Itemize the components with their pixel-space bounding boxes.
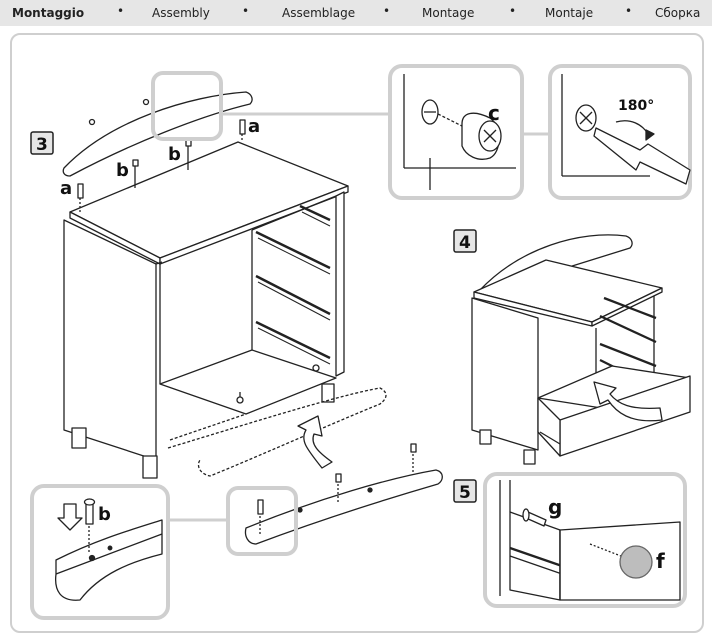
part-c-label: c bbox=[488, 101, 500, 125]
instruction-frame bbox=[10, 33, 704, 633]
step-4-label: 4 bbox=[459, 233, 471, 253]
language-header: Montaggio • Assembly • Assemblage • Mont… bbox=[0, 0, 712, 26]
bottom-plinth bbox=[244, 443, 443, 545]
part-g-label: g bbox=[548, 495, 562, 519]
part-b-label: b bbox=[116, 160, 129, 181]
header-separator: • bbox=[117, 4, 125, 18]
header-item-sborka: Сборка bbox=[655, 6, 701, 20]
step-5-label: 5 bbox=[459, 483, 471, 503]
header-separator: • bbox=[242, 4, 250, 18]
part-a-label: a bbox=[248, 116, 260, 137]
chest-step4 bbox=[471, 234, 691, 465]
rotation-label: 180° bbox=[618, 98, 654, 114]
part-b-label: b bbox=[98, 504, 111, 525]
knob-detail bbox=[483, 472, 687, 608]
header-item-montaje: Montaje bbox=[545, 6, 594, 20]
header-separator: • bbox=[509, 4, 517, 18]
header-item-montaggio: Montaggio bbox=[12, 6, 85, 20]
header-separator: • bbox=[625, 4, 633, 18]
header-item-montage: Montage bbox=[422, 6, 475, 20]
dowel-detail bbox=[30, 484, 170, 620]
header-item-assembly: Assembly bbox=[152, 6, 210, 20]
part-f-label: f bbox=[656, 549, 665, 573]
screwdriver-detail bbox=[548, 64, 692, 200]
top-rail-step3 bbox=[62, 91, 253, 212]
header-item-assemblage: Assemblage bbox=[282, 6, 356, 20]
header-separator: • bbox=[383, 4, 391, 18]
part-a-label: a bbox=[60, 178, 72, 199]
chest-step3 bbox=[63, 141, 387, 479]
part-b-label: b bbox=[168, 144, 181, 165]
step-3-label: 3 bbox=[36, 135, 48, 155]
cam-lock-detail bbox=[388, 64, 552, 200]
